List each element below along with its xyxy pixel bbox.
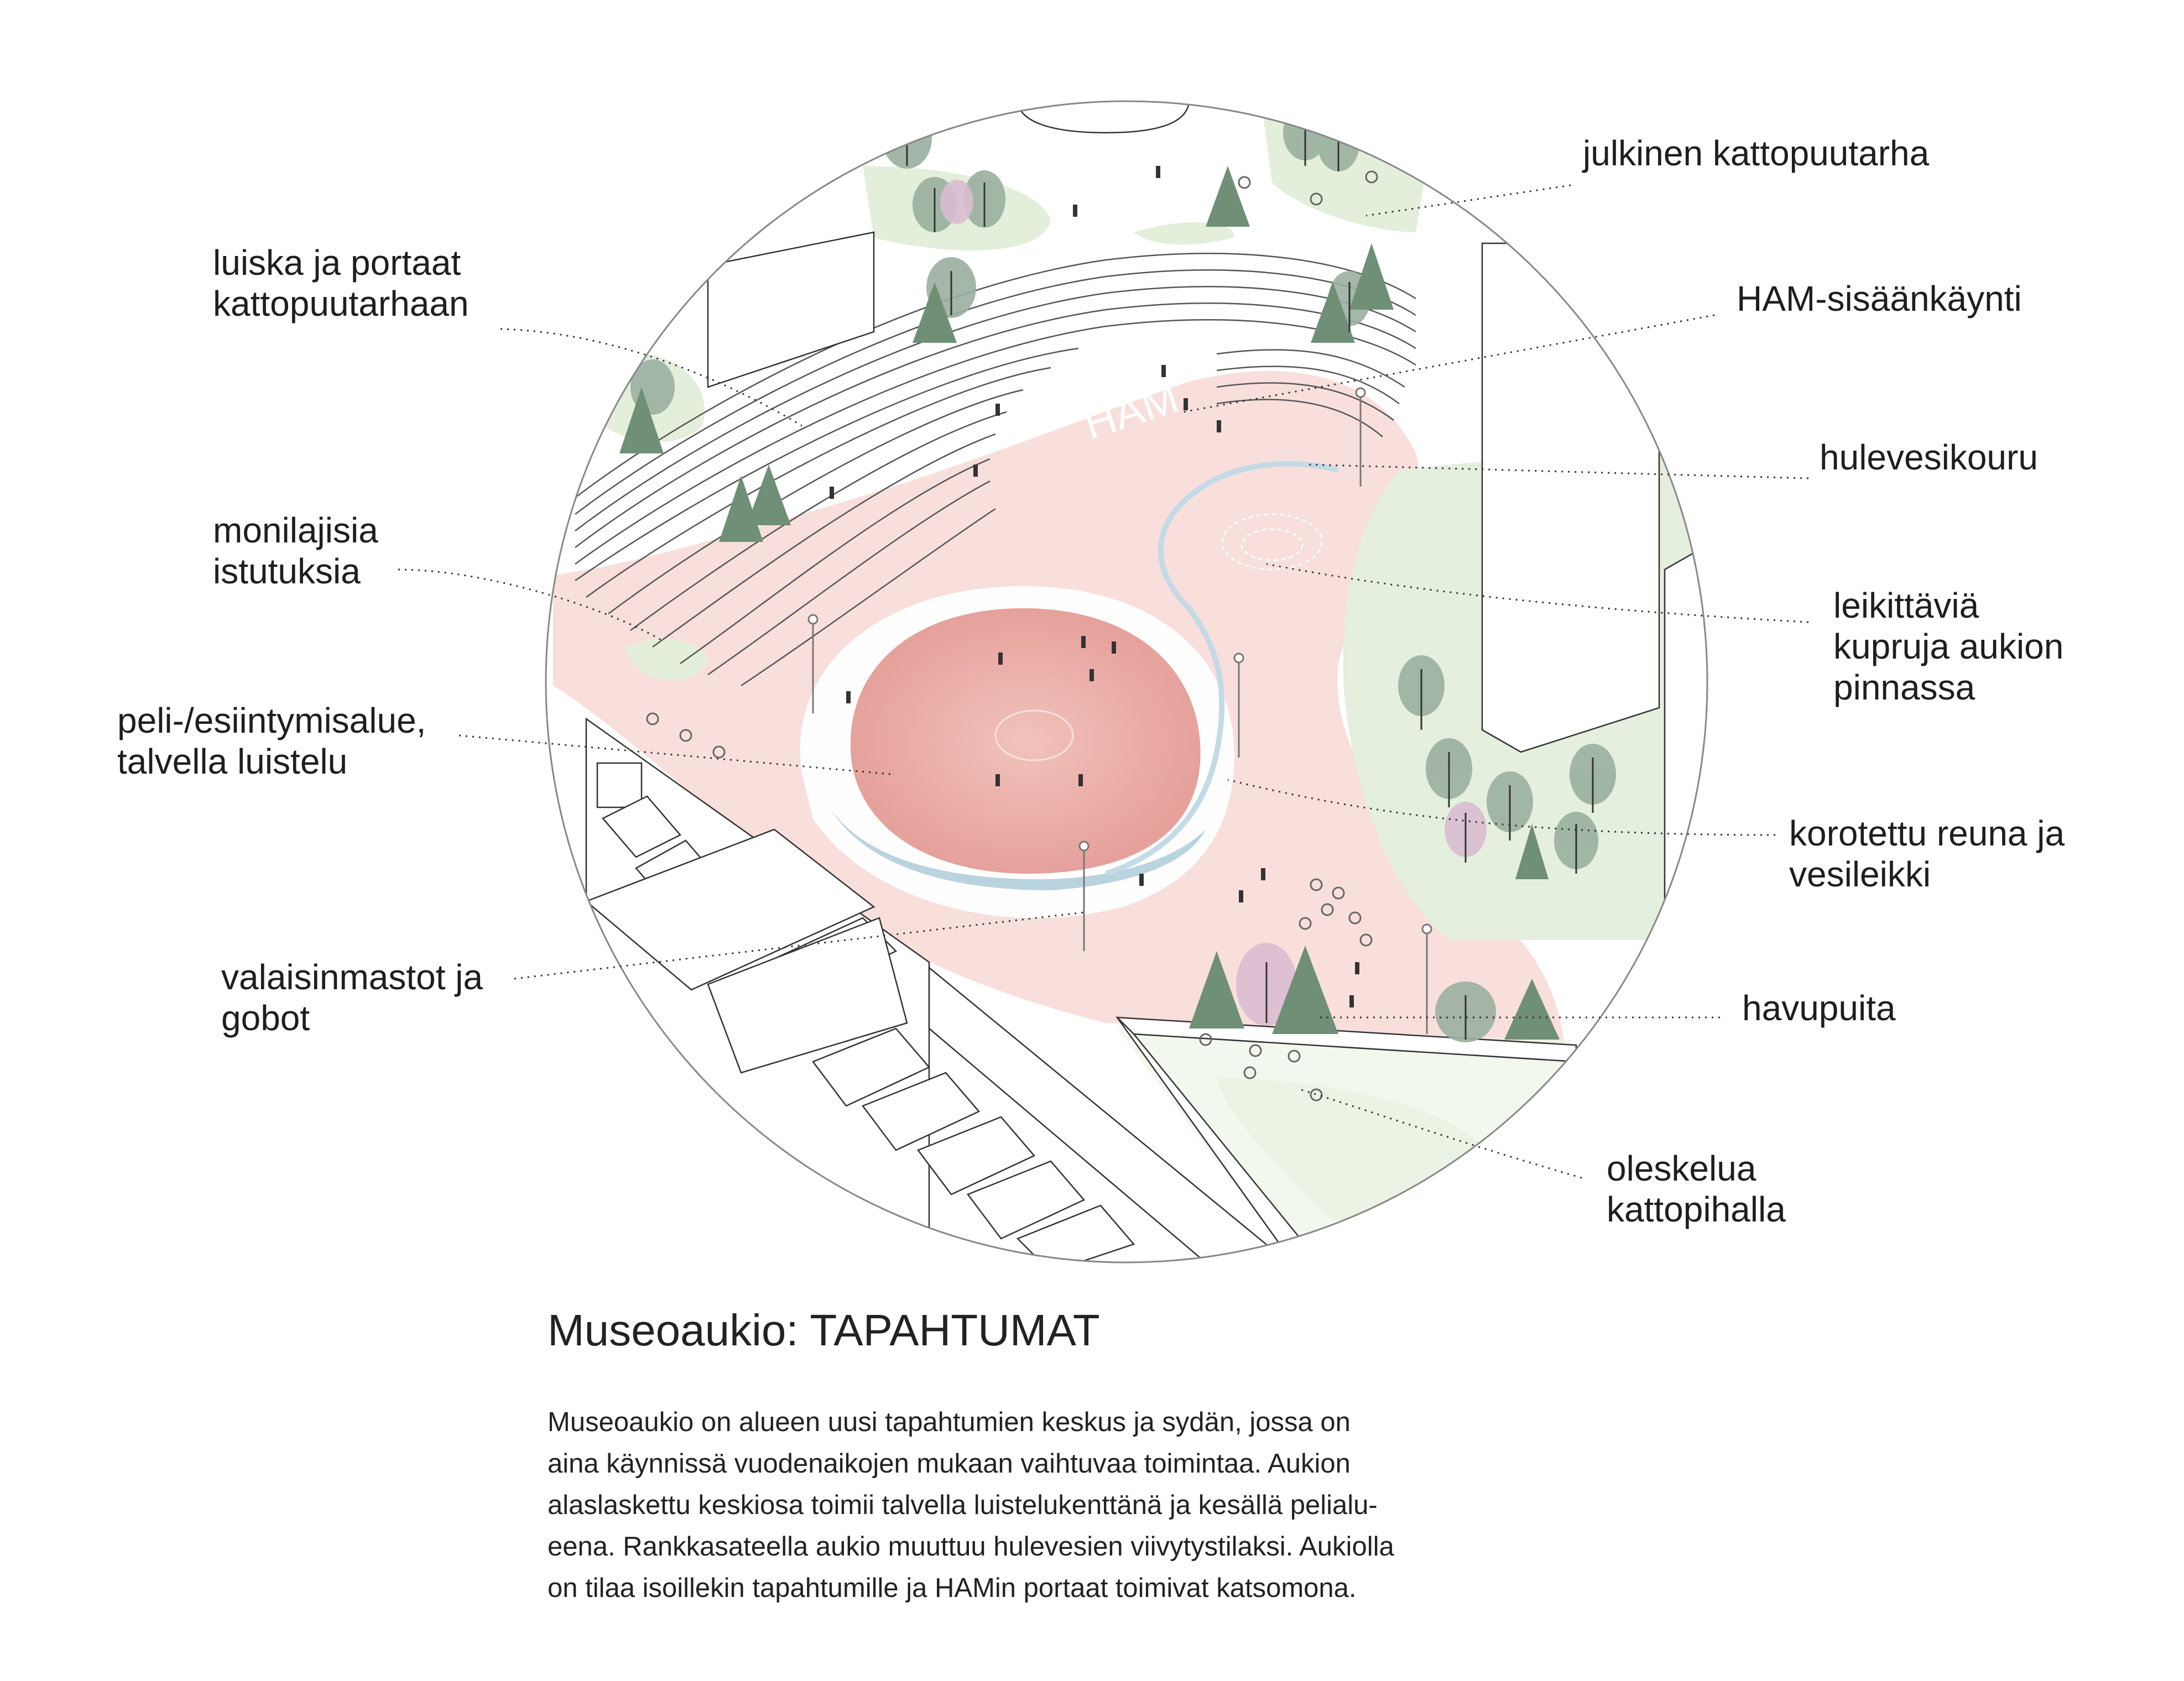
label-ham-entrance: HAM-sisäänkäynti [1737,279,2022,319]
plan-frame [545,100,1708,1264]
seating [646,170,1378,1101]
people [830,166,1359,1007]
caption-line: eena. Rankkasateella aukio muuttuu hulev… [548,1532,1394,1562]
caption-title: Museoaukio: TAPAHTUMAT [548,1306,1100,1355]
caption-line: alaslaskettu keskiosa toimii talvella lu… [548,1490,1378,1520]
light-masts [807,387,1432,1034]
label-play-performance-area: peli-/esiintymisalue,talvella luistelu [117,701,426,781]
caption-body: Museoaukio on alueen uusi tapahtumien ke… [548,1402,1488,1609]
stormwater-channel [1105,461,1339,876]
water-play [830,807,1206,890]
site-plan-diagram: HAM [398,100,1809,1264]
play-performance-area [850,608,1201,874]
leader-lines [398,184,1809,1179]
label-rooftop-garden: julkinen kattopuutarha [1583,133,1930,173]
label-stormwater-channel: hulevesikouru [1820,437,2038,477]
caption-line: aina käynnissä vuodenaikojen mukaan vaih… [548,1449,1351,1479]
label-conifers: havupuita [1742,988,1896,1028]
caption-line: Museoaukio on alueen uusi tapahtumien ke… [548,1407,1351,1437]
play-bumps [1221,513,1323,571]
caption-line: on tilaa isoillekin tapahtumille ja HAMi… [548,1573,1357,1603]
